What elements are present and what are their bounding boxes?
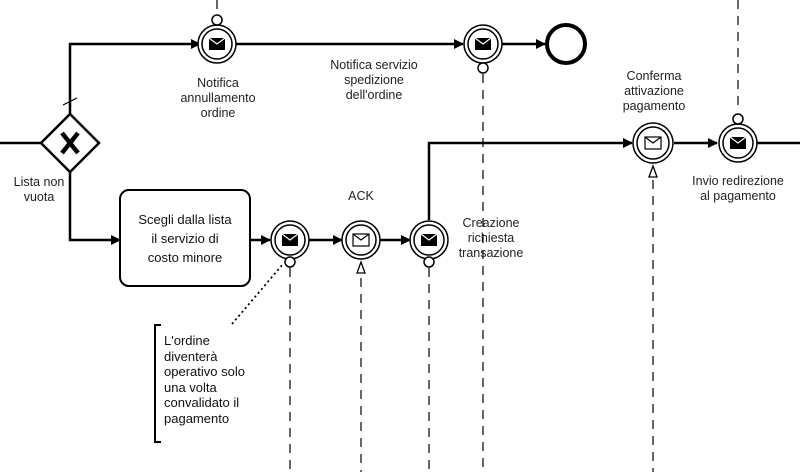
envelope-icon	[474, 37, 492, 50]
text-annotation	[154, 263, 284, 443]
label-invio-redirezione: Invio redirezione al pagamento	[692, 174, 784, 203]
envelope-icon	[281, 233, 299, 246]
label-notifica-annullamento: Notifica annullamento ordine	[180, 76, 256, 120]
label-ack: ACK	[348, 189, 374, 203]
envelope-icon	[352, 233, 370, 247]
envelope-icon	[644, 136, 662, 150]
event-notifica-annullamento[interactable]	[197, 14, 237, 64]
label-creazione-transazione: Creazione richiesta transazione	[458, 216, 524, 260]
flow-gateway-to-task	[68, 172, 121, 245]
annotation-association	[231, 263, 284, 325]
task-box[interactable]	[119, 189, 251, 287]
event-creazione-transazione[interactable]	[409, 220, 449, 268]
event-conferma-pagamento[interactable]	[632, 122, 674, 178]
flow-creazione-to-conferma	[427, 138, 633, 220]
exclusive-gateway[interactable]	[39, 112, 101, 174]
event-invio-scelta[interactable]	[270, 220, 310, 268]
task-label: Scegli dalla lista il servizio di costo …	[138, 211, 232, 265]
annotation-text: L'ordine diventerà operativo solo una vo…	[164, 333, 245, 426]
envelope-icon	[420, 233, 438, 246]
gateway-exclusive-icon	[60, 131, 80, 155]
end-event[interactable]	[545, 23, 587, 65]
message-flows	[216, 0, 739, 472]
label-notifica-spedizione: Notifica servizio spedizione dell'ordine	[330, 58, 418, 102]
event-notifica-spedizione[interactable]	[463, 24, 503, 74]
flow-gateway-to-annullamento	[68, 39, 201, 114]
sequence-flows	[0, 39, 800, 245]
event-ack[interactable]	[341, 220, 381, 274]
gateway-condition-label: Lista non vuota	[13, 175, 65, 204]
envelope-icon	[729, 136, 747, 149]
event-invio-redirezione[interactable]	[718, 113, 758, 163]
default-flow-marker	[62, 97, 78, 106]
label-conferma-pagamento: Conferma attivazione pagamento	[622, 69, 686, 113]
envelope-icon	[208, 37, 226, 50]
